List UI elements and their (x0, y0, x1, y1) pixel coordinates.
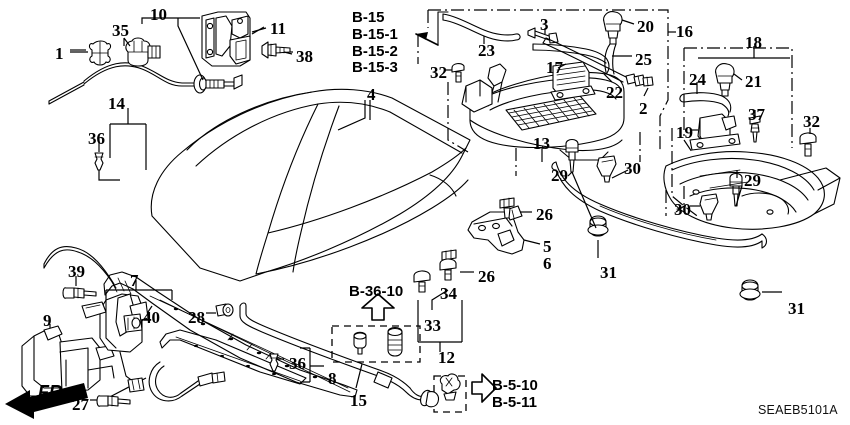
callout-15: 15 (350, 391, 367, 410)
callout-29-right: 29 (744, 171, 761, 190)
callout-16: 16 (676, 22, 693, 41)
callout-35: 35 (112, 21, 129, 40)
callout-20: 20 (637, 17, 654, 36)
ref-b15-line-1: B-15 (352, 9, 385, 26)
group-boundary-13 (447, 82, 667, 216)
cowl-top-cover-assy (442, 11, 654, 161)
callout-23: 23 (478, 41, 495, 60)
callout-7: 7 (130, 271, 139, 290)
callout-17: 17 (546, 58, 563, 77)
diagram-code: SEAEB5101A (758, 403, 838, 417)
fr-direction-label: FR. (38, 382, 67, 402)
leader-lines-topleft (70, 17, 366, 181)
b36-10-arrow (331, 293, 421, 363)
callout-30-center: 30 (624, 159, 641, 178)
callout-39: 39 (68, 262, 85, 281)
ref-b5-line-1: B-5-10 (492, 377, 538, 394)
callout-31-left: 31 (600, 263, 617, 282)
b5-10-arrow (433, 373, 497, 413)
callout-26-lower: 26 (478, 267, 495, 286)
callout-2: 2 (639, 99, 648, 118)
fr-direction-arrow (5, 383, 88, 419)
ref-b15-line-2: B-15-1 (352, 25, 398, 43)
ref-b15-line-4: B-15-3 (352, 59, 398, 77)
ref-b5-block: B-5-10 B-5-11 (492, 377, 538, 412)
hood-hinge-bracket-assy (413, 197, 525, 293)
washer-hose-and-stay (148, 302, 440, 408)
hood-release-cable-assy (48, 11, 291, 105)
callout-30-right: 30 (674, 200, 691, 219)
callout-32-left: 32 (430, 63, 447, 82)
callout-13: 13 (533, 134, 550, 153)
callout-25: 25 (635, 50, 652, 69)
callout-36-lower: 36 (289, 354, 306, 373)
group-boundary-16 (417, 9, 685, 207)
callout-19: 19 (676, 123, 693, 142)
callout-11: 11 (270, 19, 287, 38)
hood-seal-molding (103, 271, 358, 398)
callout-1: 1 (55, 44, 64, 63)
callout-21: 21 (745, 72, 762, 91)
callout-22: 22 (606, 83, 623, 102)
washer-tank-and-latch (21, 246, 149, 407)
callout-14: 14 (108, 94, 125, 113)
callout-4: 4 (367, 85, 376, 104)
ref-b36-10: B-36-10 (349, 283, 404, 300)
ref-b15-block: B-15 B-15-1 B-15-2 B-15-3 (352, 9, 398, 77)
callout-37: 37 (748, 105, 765, 124)
callout-12: 12 (438, 348, 455, 367)
callout-24: 24 (689, 70, 706, 89)
callout-34: 34 (440, 284, 457, 303)
right-cowl-assembly (663, 63, 841, 230)
hood-panel-outline (150, 88, 471, 282)
callout-27: 27 (72, 395, 89, 414)
ref-b15-line-3: B-15-2 (352, 42, 398, 60)
callout-31-right: 31 (788, 299, 805, 318)
ref-b5-line-2: B-5-11 (492, 393, 538, 411)
callout-18: 18 (745, 33, 762, 52)
clip-36-left (94, 152, 104, 171)
callout-8: 8 (328, 369, 337, 388)
callout-10: 10 (150, 5, 167, 24)
cowl-lower-rod-13 (551, 138, 768, 301)
callout-29-left: 29 (551, 166, 568, 185)
callout-5: 5 (543, 237, 552, 256)
group-boundary-18 (683, 47, 793, 219)
b15-arrow (415, 11, 449, 46)
callout-38: 38 (296, 47, 313, 66)
callout-32-right: 32 (803, 112, 820, 131)
callout-28: 28 (188, 308, 205, 327)
callout-6: 6 (543, 254, 552, 273)
callout-3: 3 (540, 15, 549, 34)
callout-36-upper: 36 (88, 129, 105, 148)
callout-33: 33 (424, 316, 441, 335)
callout-40: 40 (143, 308, 160, 327)
callout-9: 9 (43, 311, 52, 330)
callout-26-upper: 26 (536, 205, 553, 224)
